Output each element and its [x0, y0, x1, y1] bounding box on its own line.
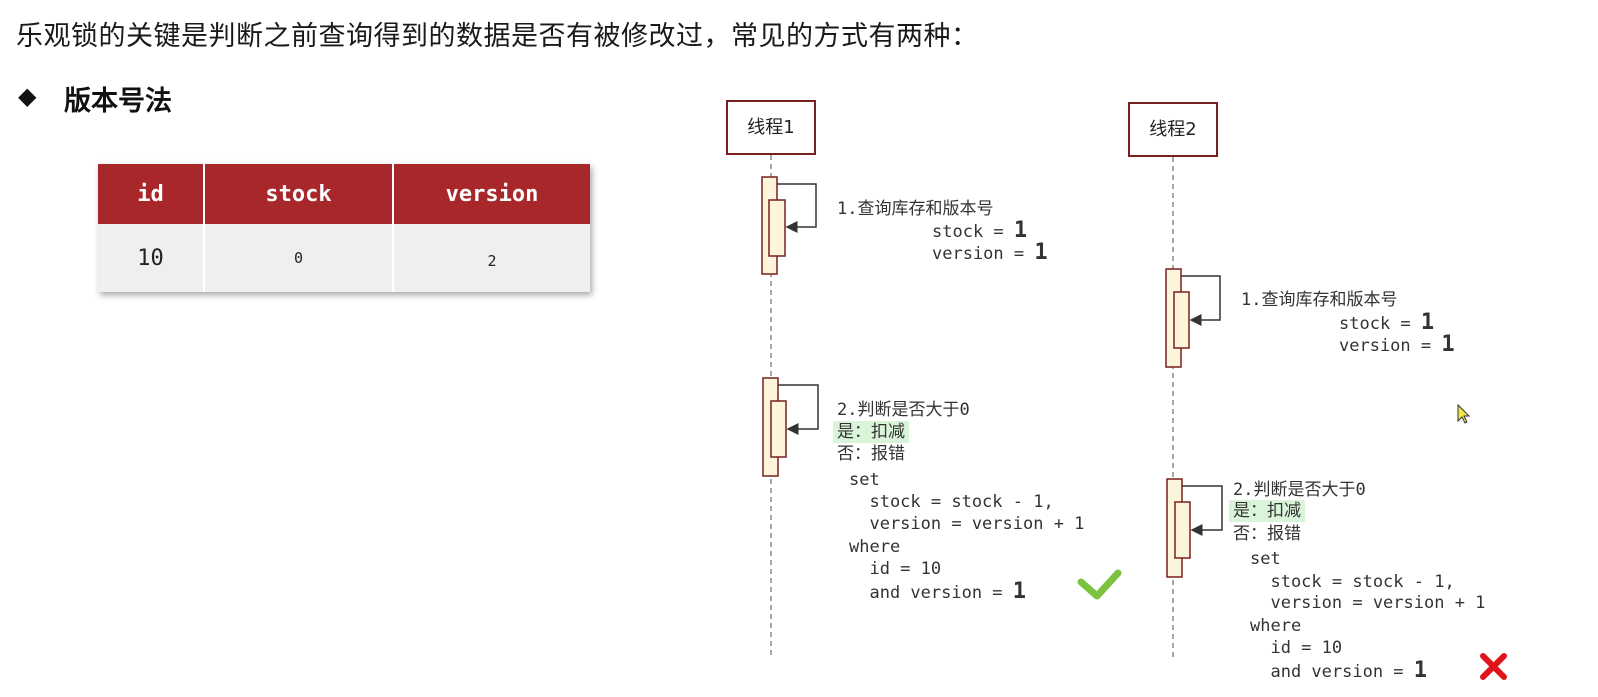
version-value: 1 — [1441, 332, 1455, 357]
and-version-value: 1 — [1413, 658, 1428, 683]
thread2-yes-line: 是：扣减 — [1229, 500, 1305, 522]
column-header-version: version — [393, 164, 590, 224]
thread1-query-activation — [761, 176, 817, 275]
page-heading: 乐观锁的关键是判断之前查询得到的数据是否有被修改过，常见的方式有两种： — [16, 21, 979, 52]
column-header-stock: stock — [204, 164, 394, 224]
thread1-no-line: 否：报错 — [837, 444, 905, 464]
and-version-label: and version = — [849, 583, 1013, 603]
check-mark-icon — [1077, 569, 1122, 600]
stock-table: id stock version 10 0 2 — [98, 164, 590, 292]
thread1-stock-line: stock = 1 — [932, 220, 1027, 243]
version-value: 1 — [1034, 240, 1048, 265]
cross-mark-icon — [1480, 653, 1507, 680]
thread1-sql-line1: stock = stock - 1, — [849, 492, 1054, 512]
diamond-bullet-icon: ◆ — [18, 82, 37, 110]
section-title: 版本号法 — [64, 86, 172, 117]
and-version-value: 1 — [1012, 579, 1027, 604]
version-label: version = — [1339, 336, 1442, 356]
thread2-check-title: 2.判断是否大于0 — [1233, 480, 1366, 500]
thread1-yes-line: 是：扣减 — [833, 421, 909, 443]
yes-highlight: 是：扣减 — [833, 421, 909, 443]
thread2-query-title: 1.查询库存和版本号 — [1241, 290, 1398, 310]
thread2-stock-line: stock = 1 — [1339, 312, 1434, 335]
thread2-no-line: 否：报错 — [1233, 524, 1301, 544]
stock-label: stock = — [1339, 314, 1421, 334]
thread1-sql-where: where — [849, 537, 901, 557]
table-header-row: id stock version — [98, 164, 590, 224]
thread1-sql-line4: and version = 1 — [849, 581, 1026, 604]
thread2-sql-line4: and version = 1 — [1250, 660, 1427, 683]
cell-id: 10 — [98, 224, 205, 292]
thread2-version-line: version = 1 — [1339, 334, 1455, 357]
thread1-check-activation — [762, 377, 819, 477]
thread1-sql-line3: id = 10 — [849, 559, 942, 579]
version-label: version = — [932, 244, 1035, 264]
thread2-sql-set: set — [1250, 549, 1281, 569]
thread1-check-title: 2.判断是否大于0 — [837, 400, 970, 420]
thread2-sql-line3: id = 10 — [1250, 638, 1343, 658]
thread2-header: 线程2 — [1128, 102, 1218, 157]
thread1-sql-line2: version = version + 1 — [849, 514, 1085, 534]
cursor-icon — [1457, 403, 1471, 424]
table-row: 10 0 2 — [98, 224, 590, 292]
thread1-sql-set: set — [849, 470, 880, 490]
stock-value: 1 — [1420, 310, 1435, 335]
thread2-check-activation — [1166, 478, 1223, 578]
stock-label: stock = — [932, 222, 1014, 242]
thread1-version-line: version = 1 — [932, 242, 1048, 265]
cell-stock: 0 — [204, 224, 394, 292]
and-version-label: and version = — [1250, 662, 1414, 682]
cell-version: 2 — [393, 224, 590, 292]
column-header-id: id — [98, 164, 205, 224]
thread2-sql-where: where — [1250, 616, 1302, 636]
thread1-query-title: 1.查询库存和版本号 — [837, 199, 994, 219]
thread2-query-activation — [1165, 268, 1221, 368]
stock-value: 1 — [1013, 218, 1028, 243]
yes-highlight: 是：扣减 — [1229, 500, 1305, 522]
thread2-sql-line2: version = version + 1 — [1250, 593, 1486, 613]
thread1-header: 线程1 — [726, 100, 816, 155]
thread2-sql-line1: stock = stock - 1, — [1250, 572, 1455, 592]
